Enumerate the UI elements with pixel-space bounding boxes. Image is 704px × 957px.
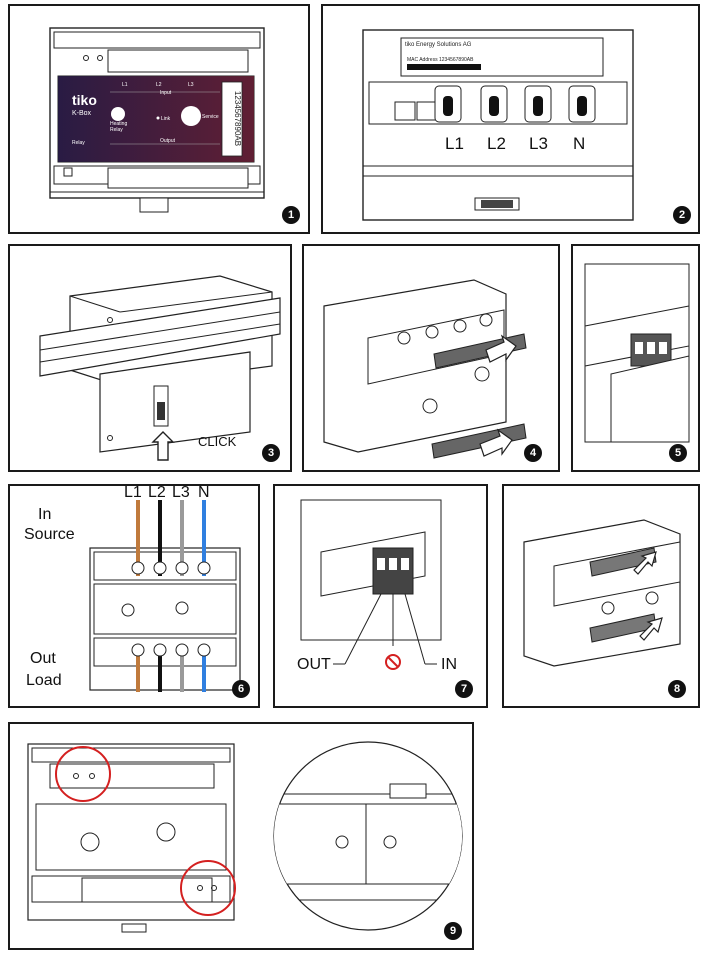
l3-top-label: L3 xyxy=(188,82,194,88)
panel-8: 8 xyxy=(502,484,700,708)
input-label: Input xyxy=(160,90,172,96)
model-label: K-Box xyxy=(72,110,92,117)
relay-label: Relay xyxy=(110,127,123,133)
step-badge-2: 2 xyxy=(673,206,691,224)
in-label: In xyxy=(38,506,52,523)
terminal-label-l3: L3 xyxy=(529,134,548,153)
panel-2: tiko Energy Solutions AG MAC Address 123… xyxy=(321,4,700,234)
seal-screw-right-icon xyxy=(383,835,397,849)
terminal-label-l2: L2 xyxy=(487,134,506,153)
out-label: Out xyxy=(30,650,56,667)
panel-1: tiko K-Box Heating Relay Link Service In… xyxy=(8,4,310,234)
panel-9: 9 xyxy=(8,722,474,950)
step-badge-9: 9 xyxy=(444,922,462,940)
panel-4: 4 xyxy=(302,244,560,472)
load-label: Load xyxy=(26,672,62,689)
step-badge-1: 1 xyxy=(282,206,300,224)
click-label: CLICK xyxy=(198,434,237,449)
phase-label-n: N xyxy=(198,484,210,501)
step-badge-8: 8 xyxy=(668,680,686,698)
brand-label: tiko xyxy=(72,92,97,108)
l2-top-label: L2 xyxy=(156,82,162,88)
seal-screw-left-icon xyxy=(335,835,349,849)
output-label: Output xyxy=(160,138,176,144)
company-label: tiko Energy Solutions AG xyxy=(405,42,472,48)
seal-highlight-top xyxy=(55,746,111,802)
no-connection-icon xyxy=(385,654,401,670)
kbox-front-drawing xyxy=(49,27,265,213)
mac-label: MAC Address 1234567890AB xyxy=(407,57,474,63)
step-badge-4: 4 xyxy=(524,444,542,462)
panel-7: OUT IN 7 xyxy=(273,484,488,708)
service-label: Service xyxy=(202,114,219,120)
wire-l1-in xyxy=(136,500,140,576)
wire-l3-in xyxy=(180,500,184,576)
phase-label-l1: L1 xyxy=(124,484,142,501)
terminal-label-n: N xyxy=(573,134,586,153)
relay-rating-label: Relay xyxy=(72,140,85,146)
wire-n-out xyxy=(202,644,206,692)
out-terminal-label: OUT xyxy=(297,656,331,673)
link-label: Link xyxy=(161,116,171,122)
serial-number: 1234567890AB xyxy=(233,90,243,147)
terminal-closeup-drawing xyxy=(584,263,690,443)
wire-l1-out xyxy=(136,644,140,692)
in-terminal-label: IN xyxy=(441,656,457,673)
screw-seal-drawing xyxy=(27,741,463,933)
kbox-terminal-drawing xyxy=(362,29,634,221)
phase-label-l2: L2 xyxy=(148,484,166,501)
wire-l3-out xyxy=(180,644,184,692)
wiring-diagram xyxy=(89,500,241,692)
wire-n-in xyxy=(202,500,206,576)
relay-terminal-drawing xyxy=(300,499,442,670)
source-label: Source xyxy=(24,526,75,543)
step-badge-5: 5 xyxy=(669,444,687,462)
cover-removal-drawing xyxy=(323,279,527,459)
panel-6: In Source Out Load L1 L2 L3 N 6 xyxy=(8,484,260,708)
step-badge-6: 6 xyxy=(232,680,250,698)
step-badge-3: 3 xyxy=(262,444,280,462)
panel-3: CLICK 3 xyxy=(8,244,292,472)
panel-5: 5 xyxy=(571,244,700,472)
phase-label-l3: L3 xyxy=(172,484,190,501)
cover-install-drawing xyxy=(523,519,681,667)
din-rail-mount-drawing xyxy=(39,275,281,461)
terminal-label-l1: L1 xyxy=(445,134,464,153)
wire-l2-in xyxy=(158,500,162,576)
heating-label: Heating xyxy=(110,121,128,127)
seal-highlight-bottom xyxy=(180,860,236,916)
l1-top-label: L1 xyxy=(122,82,128,88)
step-badge-7: 7 xyxy=(455,680,473,698)
wire-l2-out xyxy=(158,644,162,692)
